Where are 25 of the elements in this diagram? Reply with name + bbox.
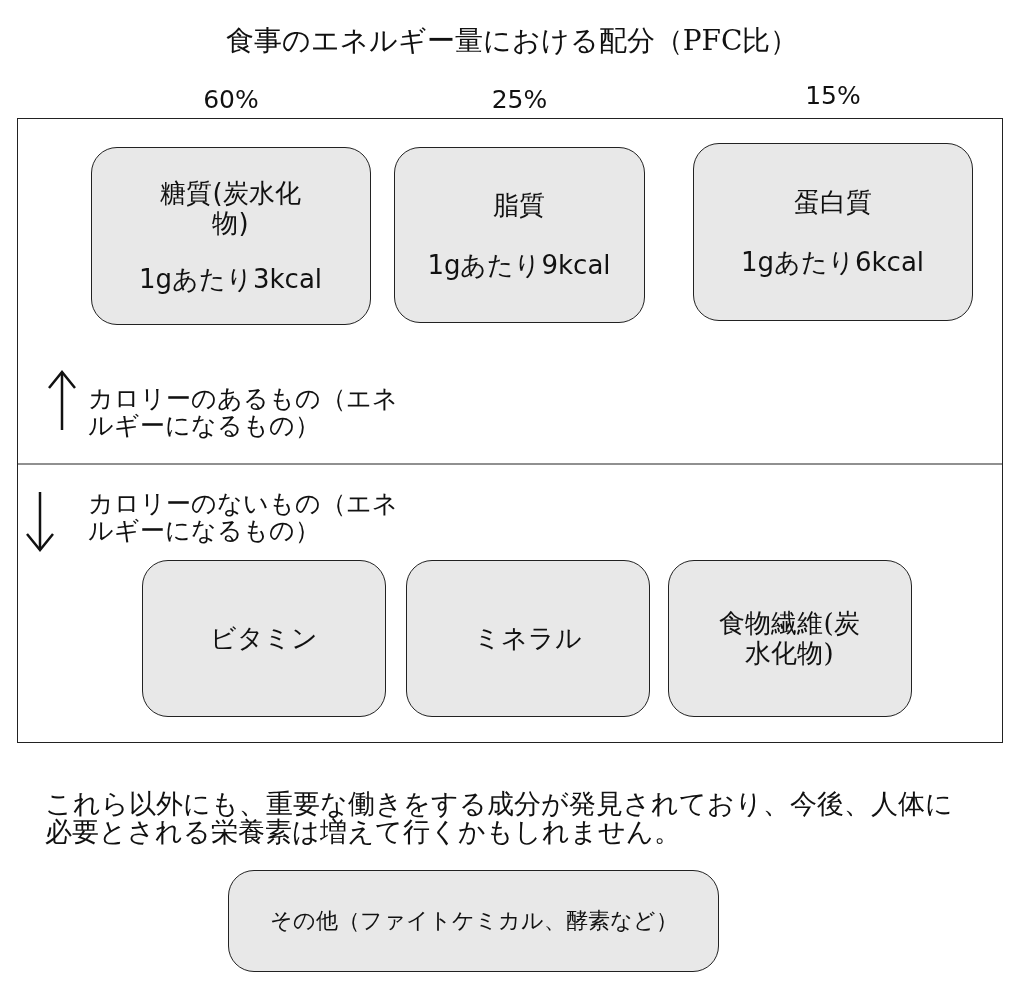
percentage-label: 25% [490,85,549,114]
nutrient-box [692,142,973,321]
note-text: これら以外にも、重要な働きをする成分が発見されており、今後、人体に必要とされる栄養素は増えて行くかもしれません。 [45,790,954,846]
frame-box [17,118,1003,743]
percentage-label: 15% [804,81,862,110]
nutrient-box [90,146,371,325]
box-heading: 脂質 [493,189,545,220]
box-text: 1gあたり6kcal [740,246,925,277]
box-heading: 蛋白質 [793,186,872,217]
box-heading: その他（ファイトケミカル、酵素など） [269,907,678,935]
nutrient-box [141,559,386,717]
nutrient-box [405,559,650,717]
box-heading: 糖質(炭水化物) [159,177,302,238]
box-text: 1gあたり3kcal [138,263,323,294]
percentage-label: 60% [202,85,260,114]
box-heading: ビタミン [209,623,318,653]
nutrient-box [393,146,645,323]
box-heading: ミネラル [473,623,582,653]
box-heading: 食物繊維(炭水化物) [718,608,861,668]
nutrient-box [667,559,912,717]
calorie-note: カロリーのないもの（エネルギーになるもの） [88,490,399,544]
nutrient-box [228,870,719,972]
box-text: 1gあたり9kcal [427,249,611,280]
diagram-title: 食事のエネルギー量における配分（PFC比） [224,23,800,59]
calorie-note: カロリーのあるもの（エネルギーになるもの） [88,385,399,439]
